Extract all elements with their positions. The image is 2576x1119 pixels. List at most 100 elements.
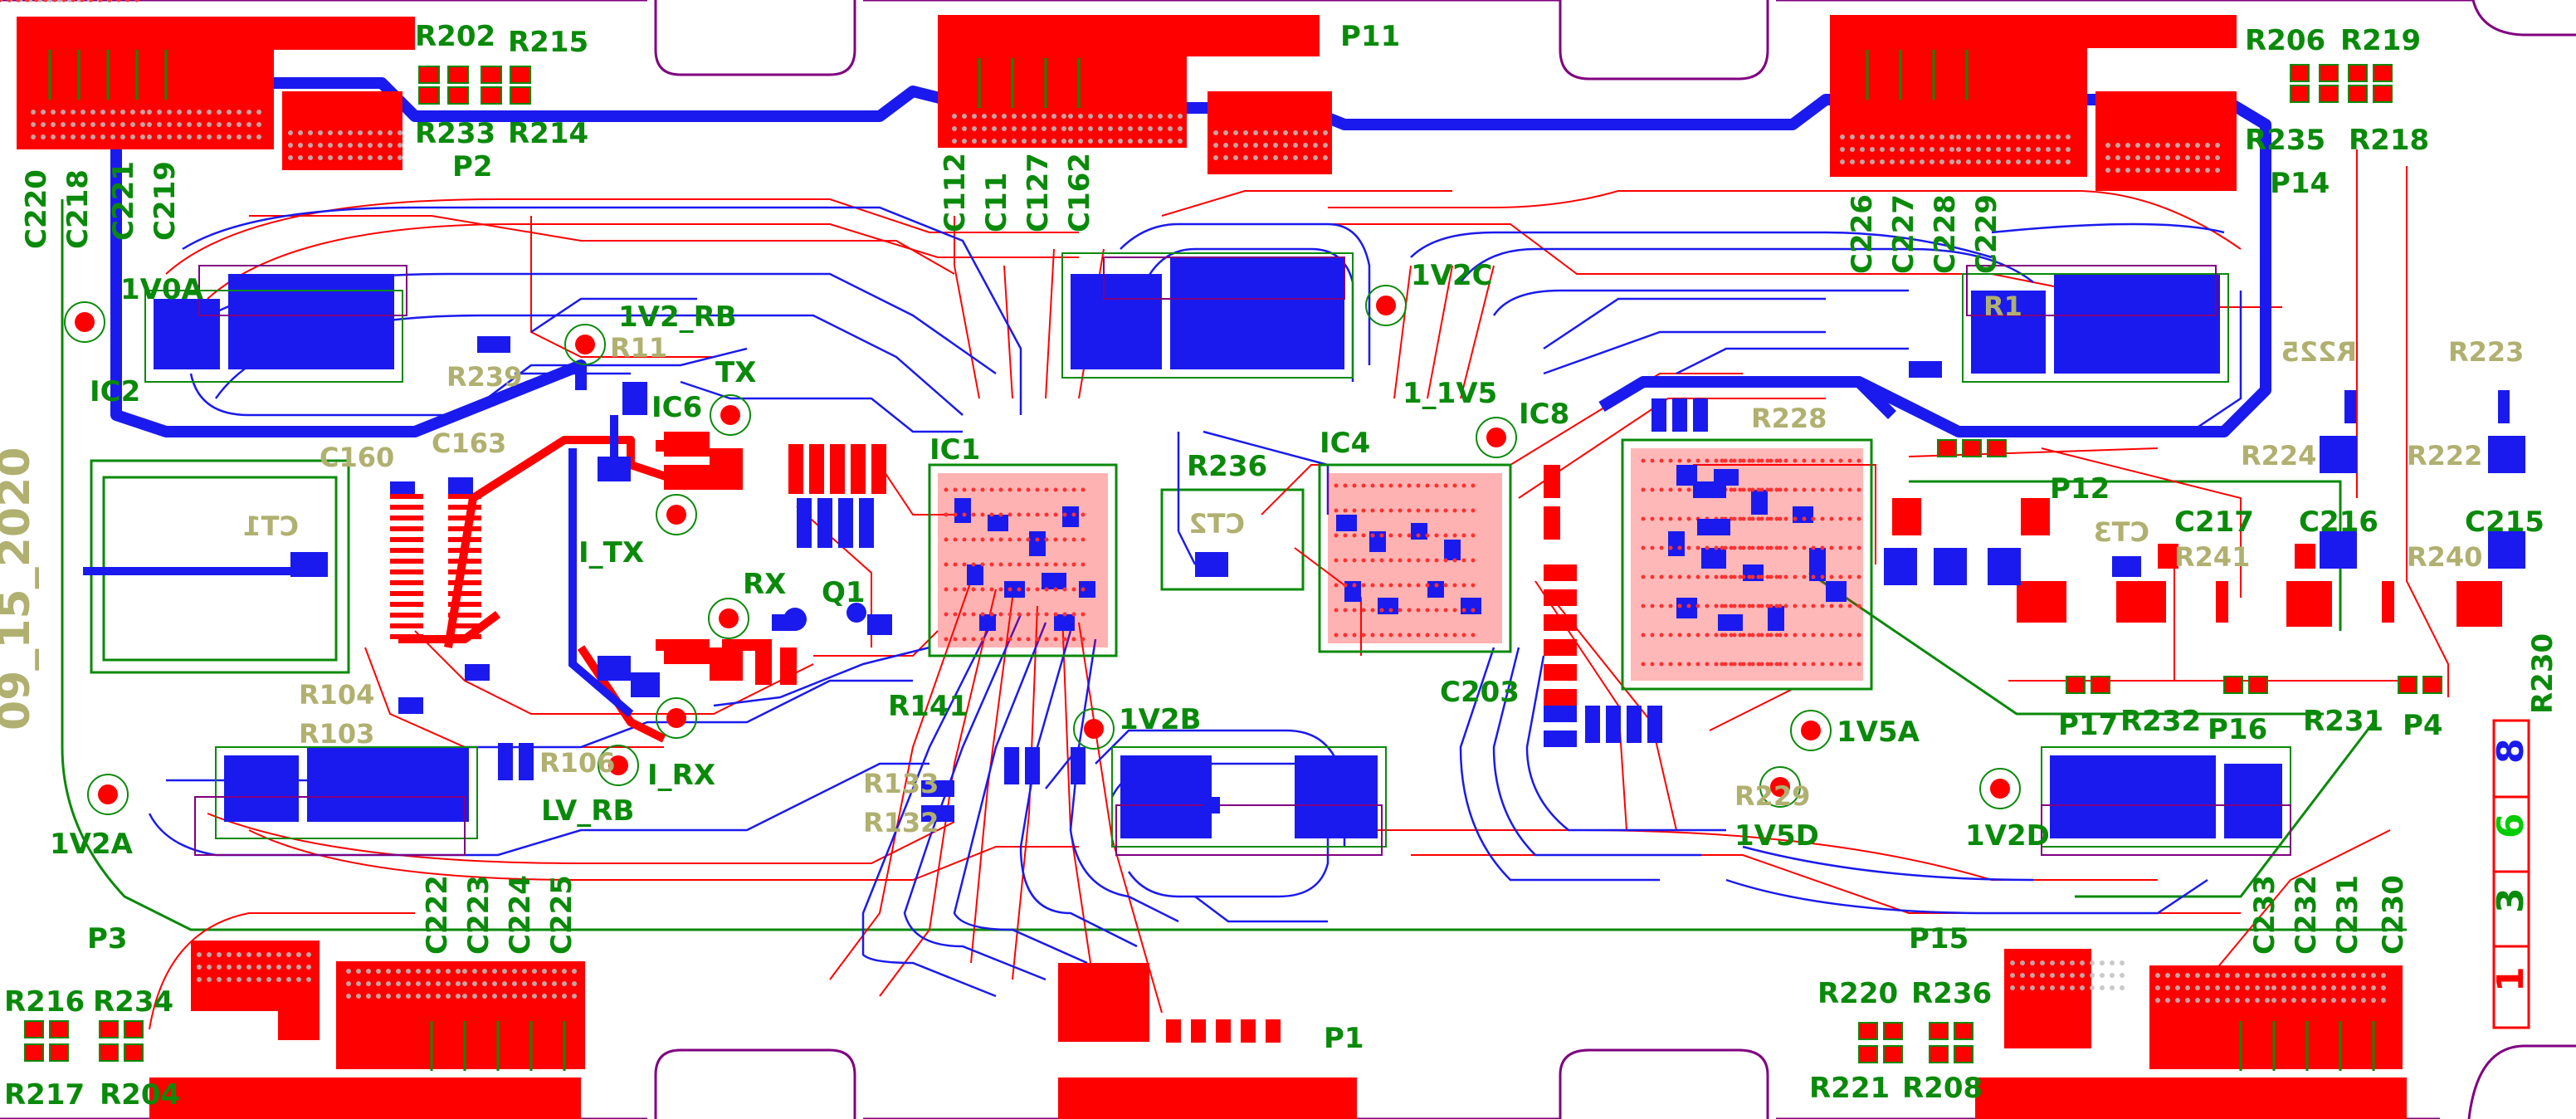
label-r132: R132 (863, 807, 939, 838)
bga-ic4[interactable] (1318, 463, 1512, 653)
legend-digit-8: 8 (2490, 738, 2532, 764)
label-r11: R11 (610, 332, 667, 364)
regulators (144, 252, 2291, 856)
label-i-tx: I_TX (578, 536, 644, 569)
label-1-1v5: 1_1V5 (1403, 377, 1497, 410)
bga-dots (0, 0, 1861, 667)
label-p12: P12 (2050, 472, 2110, 506)
label-r106: R106 (539, 747, 615, 779)
label-r133: R133 (863, 768, 939, 799)
label-c112: C112 (939, 153, 972, 232)
bottom-silkscreen-labels: CT1 CT2 CT3 R225 R223 R224 R222 R241 R24… (242, 291, 2524, 838)
label-r221: R221 (1809, 1072, 1890, 1105)
label-c231: C231 (2331, 875, 2364, 955)
label-r225: R225 (2281, 336, 2357, 368)
layer-legend-digits: 8 6 3 1 (2490, 738, 2532, 992)
bga-ic1[interactable] (928, 463, 1118, 657)
label-r204: R204 (100, 1078, 180, 1112)
legend-digit-6: 6 (2490, 813, 2532, 838)
passive-components (290, 336, 2525, 822)
legend-digit-3: 3 (2490, 887, 2532, 913)
label-c163: C163 (432, 428, 506, 459)
label-tx: TX (715, 356, 756, 389)
label-r216: R216 (4, 985, 85, 1019)
label-c220: C220 (20, 169, 53, 249)
label-r103: R103 (299, 718, 374, 750)
label-p1: P1 (1324, 1022, 1364, 1055)
label-ic1: IC1 (929, 433, 980, 467)
label-r214: R214 (508, 117, 588, 150)
label-r232: R232 (2120, 705, 2201, 738)
label-p15: P15 (1909, 922, 1969, 955)
label-r1: R1 (1983, 291, 2022, 322)
bga-ic8[interactable] (1621, 438, 1873, 691)
connector-p15[interactable] (1975, 949, 2407, 1119)
label-p2: P2 (452, 150, 493, 183)
label-r228: R228 (1751, 403, 1827, 434)
label-ct1: CT1 (242, 511, 299, 542)
label-lv-rb: LV_RB (541, 794, 634, 828)
label-c127: C127 (1022, 153, 1055, 232)
green-silkscreen-labels: R202 R215 R233 R214 P2 P11 R206 R219 R23… (4, 20, 2544, 1112)
silk-frame (61, 199, 2407, 931)
label-r233: R233 (415, 117, 495, 150)
connector-p14[interactable] (1830, 15, 2237, 191)
label-r217: R217 (4, 1078, 85, 1112)
label-ct3: CT3 (2093, 516, 2149, 548)
label-r240: R240 (2407, 541, 2482, 573)
label-r230: R230 (2526, 633, 2559, 714)
label-c219: C219 (149, 161, 182, 241)
connector-p2[interactable] (17, 17, 415, 170)
label-r215: R215 (508, 26, 588, 59)
label-1v2d: 1V2D (1965, 819, 2050, 853)
bottom-layer-traces (148, 206, 2242, 998)
label-r231: R231 (2303, 705, 2383, 738)
label-ic2: IC2 (90, 375, 140, 408)
label-r224: R224 (2241, 440, 2316, 472)
connector-p11[interactable] (938, 15, 1332, 174)
label-r234: R234 (93, 985, 173, 1019)
label-q1: Q1 (822, 576, 866, 609)
label-r218: R218 (2349, 124, 2429, 157)
small-resistors-top (24, 64, 2442, 1063)
label-r239: R239 (446, 361, 522, 393)
label-p4: P4 (2403, 709, 2443, 742)
label-c229: C229 (1970, 194, 2003, 274)
label-c226: C226 (1846, 194, 1879, 274)
green-rotated-labels: C220 C218 C221 C219 C112 C11 C127 C162 C… (20, 153, 2559, 955)
label-c223: C223 (462, 875, 495, 955)
label-1v2-rb: 1V2_RB (618, 301, 737, 334)
label-c233: C233 (2248, 875, 2281, 955)
label-1v2a: 1V2A (50, 828, 134, 861)
label-r219: R219 (2340, 24, 2421, 57)
connector-p3[interactable] (149, 941, 585, 1119)
label-r236b: R236 (1911, 977, 1992, 1010)
label-c11: C11 (980, 173, 1013, 232)
label-p11: P11 (1340, 20, 1400, 53)
label-r236: R236 (1187, 450, 1267, 483)
label-1v5a: 1V5A (1837, 716, 1920, 749)
test-points (64, 285, 2021, 815)
label-r141: R141 (888, 690, 968, 723)
label-c221: C221 (107, 161, 140, 241)
label-c216: C216 (2299, 506, 2378, 539)
label-ic6: IC6 (651, 391, 702, 424)
label-c162: C162 (1063, 153, 1096, 232)
label-c230: C230 (2377, 875, 2410, 955)
connector-p1[interactable] (1058, 963, 1357, 1119)
layer-legend (2492, 719, 2530, 1029)
label-r206: R206 (2245, 24, 2325, 57)
label-i-rx: I_RX (647, 759, 715, 792)
date-code-label: 09_15_2020 (0, 447, 40, 731)
label-r222: R222 (2407, 440, 2482, 472)
label-r220: R220 (1817, 977, 1898, 1010)
label-r208: R208 (1902, 1072, 1983, 1105)
label-p16: P16 (2208, 713, 2267, 746)
label-1v2c: 1V2C (1411, 259, 1493, 292)
label-c232: C232 (2290, 875, 2323, 955)
label-r235: R235 (2245, 124, 2325, 157)
label-p14: P14 (2270, 167, 2330, 200)
label-r241: R241 (2174, 541, 2250, 573)
label-c225: C225 (545, 875, 578, 955)
